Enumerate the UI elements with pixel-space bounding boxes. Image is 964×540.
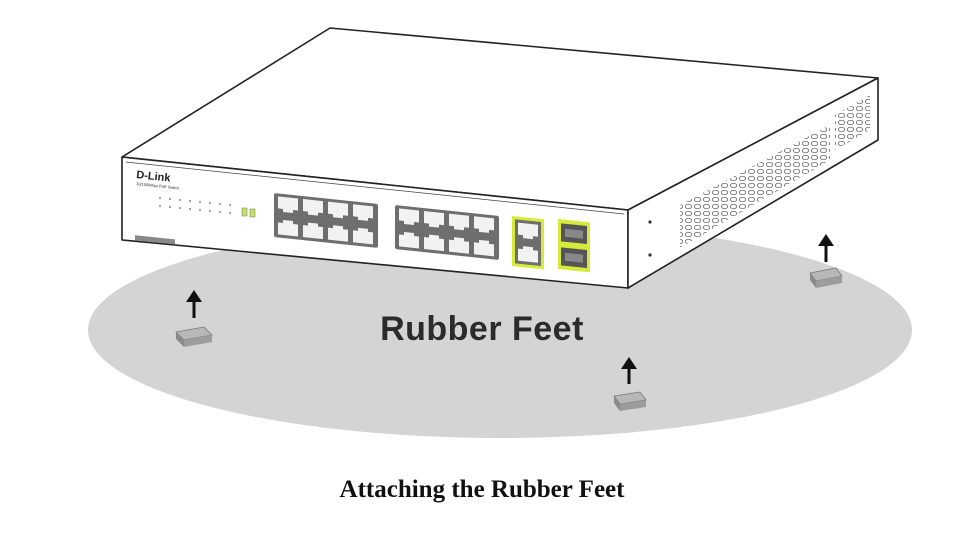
sfp-ports [558, 219, 590, 273]
rubber-foot-left [175, 326, 213, 347]
side-vent-grille [680, 125, 830, 248]
rubber-foot-center [613, 391, 647, 411]
floor-shadow [88, 222, 912, 438]
dlink-logo: D-Link [136, 169, 172, 185]
led-block [241, 207, 248, 217]
side-vent-grille-small [835, 95, 870, 150]
ethernet-port-group-2 [395, 205, 499, 260]
rubber-foot-right [809, 267, 843, 288]
ethernet-port-group-1 [274, 193, 378, 248]
up-arrow-icon [818, 234, 834, 262]
model-plate [135, 235, 175, 245]
switch-diagram: D-Link 10/100Mbps PoE Switch [88, 27, 912, 438]
up-arrow-icon [186, 290, 202, 318]
combo-ethernet-ports [512, 216, 544, 270]
figure-caption: Attaching the Rubber Feet [339, 476, 625, 503]
rubber-feet-label: Rubber Feet [380, 310, 584, 348]
led-block [249, 208, 256, 218]
front-panel-edge [125, 161, 625, 215]
screw [648, 253, 652, 257]
model-label: 10/100Mbps PoE Switch [136, 181, 180, 191]
screw [648, 220, 652, 224]
led-panel [159, 197, 231, 214]
up-arrow-icon [621, 357, 637, 384]
